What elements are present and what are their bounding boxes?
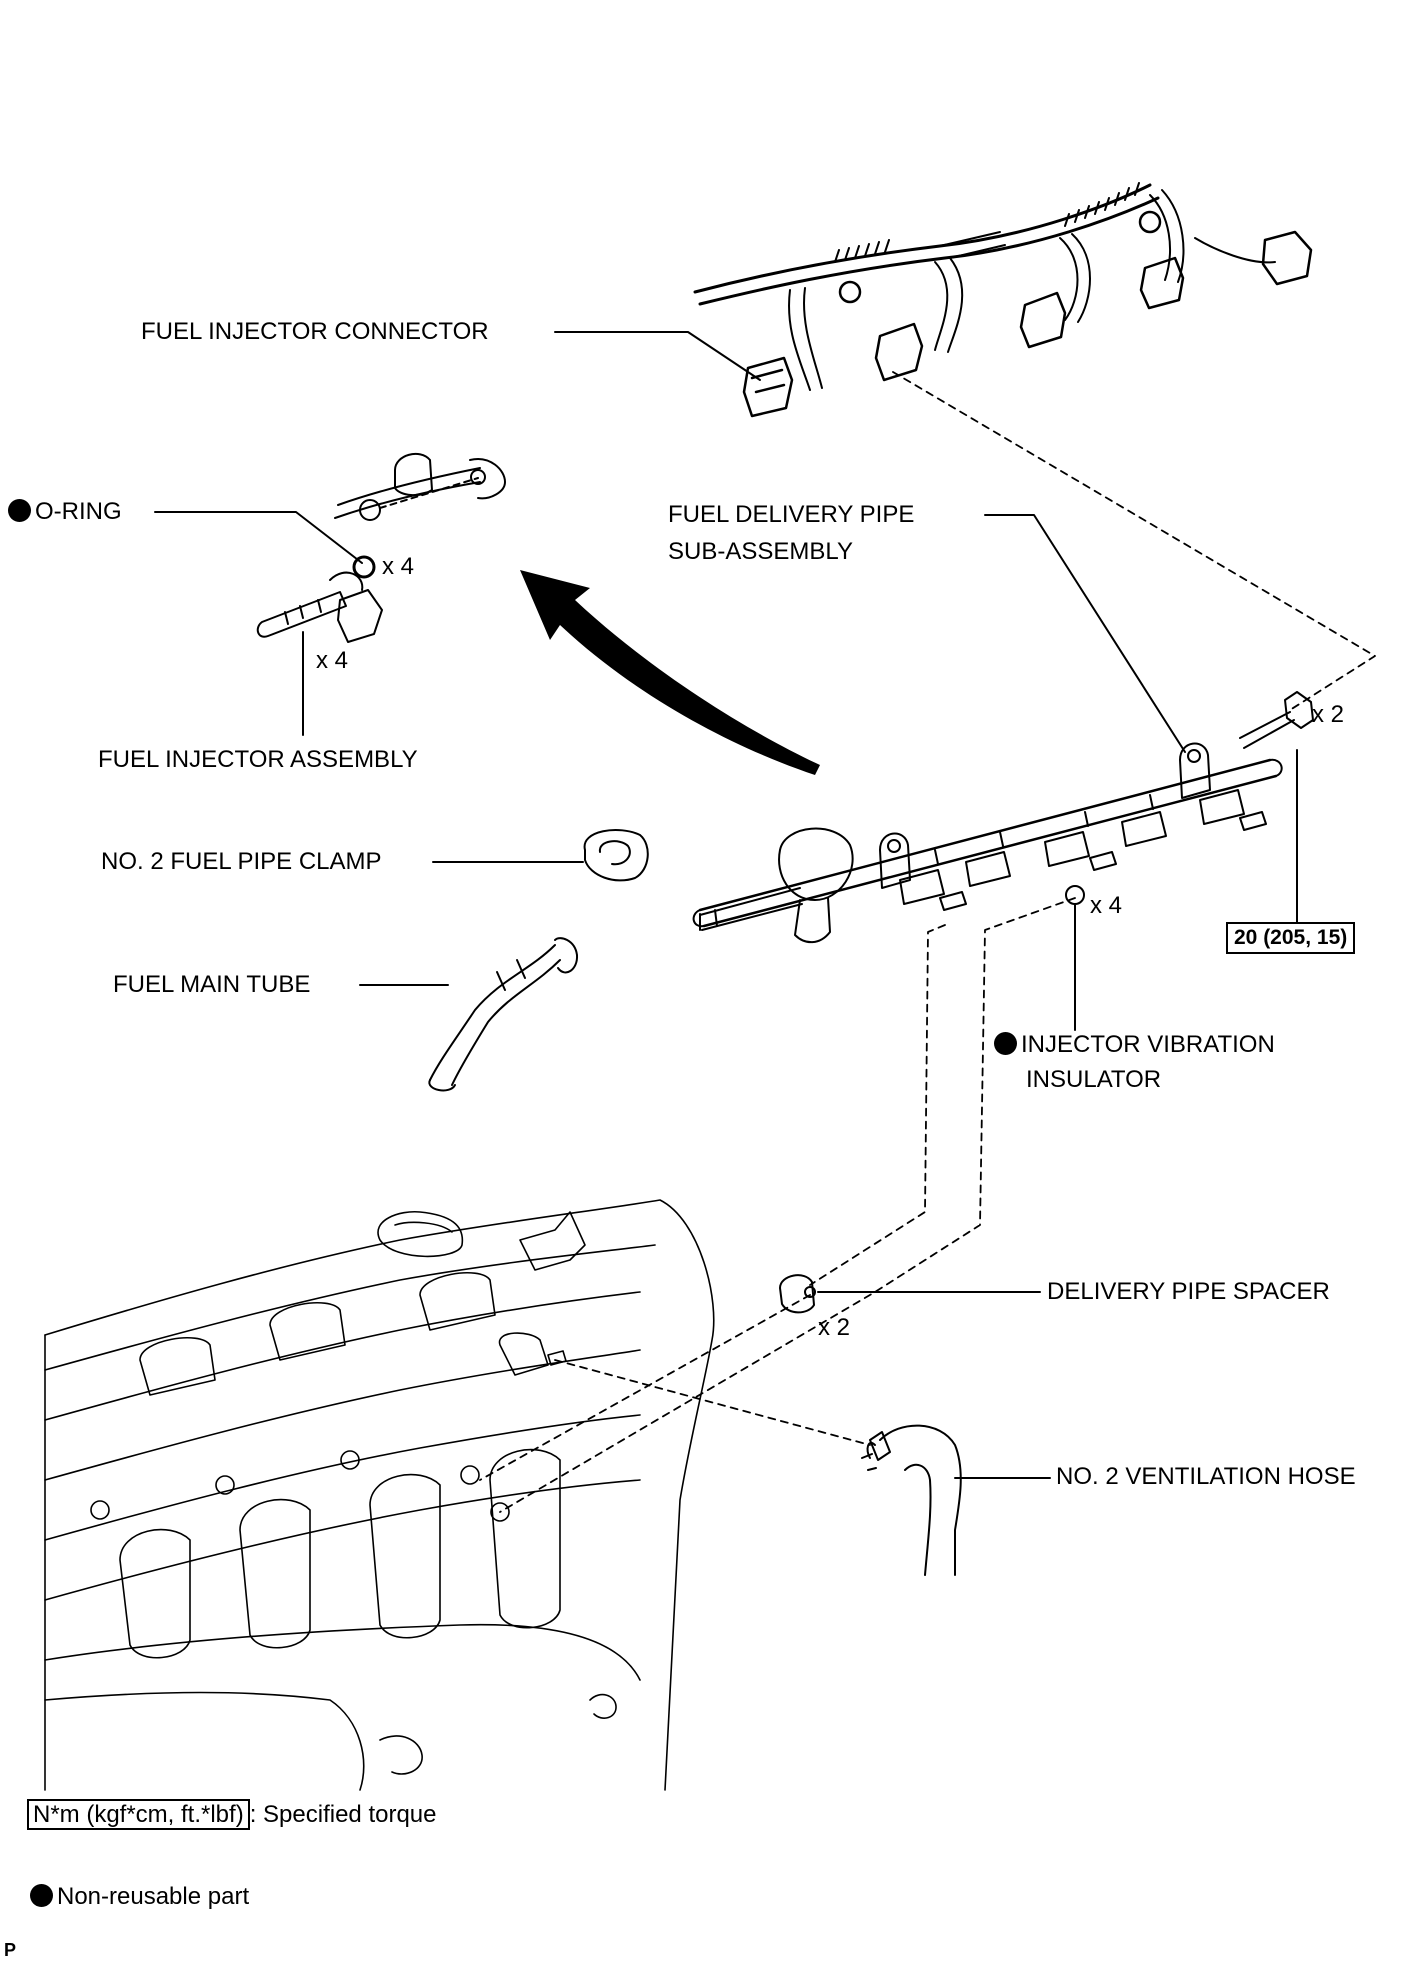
injector-vibration-line2: INSULATOR (1026, 1066, 1162, 1093)
no2-ventilation-hose-label: NO. 2 VENTILATION HOSE (1056, 1463, 1356, 1490)
non-reusable-legend: Non-reusable part (30, 1882, 249, 1912)
no2-fuel-pipe-clamp-part (585, 830, 648, 880)
torque-legend-desc: : Specified torque (249, 1801, 437, 1828)
engine-cylinder-head (45, 1200, 714, 1790)
spacer-quantity: x 2 (818, 1314, 851, 1341)
torque-legend: N*m (kgf*cm, ft.*lbf): Specified torque (27, 1799, 437, 1830)
delivery-pipe-spacer-label: DELIVERY PIPE SPACER (1047, 1278, 1330, 1305)
alignment-lines (480, 895, 1075, 1512)
fuel-injector-assembly-part (258, 573, 382, 642)
non-reusable-marker-icon (30, 1884, 53, 1907)
connector-alignment-line (893, 372, 1375, 710)
fuel-injector-assembly-label: FUEL INJECTOR ASSEMBLY (98, 746, 418, 773)
injector-vibration-insulator-label: INJECTOR VIBRATION (994, 1030, 1275, 1060)
fuel-injector-quantity: x 4 (316, 647, 349, 674)
fuel-injector-connector-harness (695, 183, 1311, 416)
fuel-main-tube-part (429, 938, 577, 1090)
fuel-delivery-pipe-part (694, 692, 1313, 942)
bolt-quantity: x 2 (1312, 701, 1345, 728)
o-ring-inset (335, 454, 505, 577)
torque-value-box: 20 (205, 15) (1226, 922, 1356, 954)
insulator-ring-part (1066, 886, 1084, 904)
curved-arrow-icon (520, 570, 820, 775)
insulator-quantity: x 4 (1090, 892, 1123, 919)
fuel-delivery-pipe-label-line2: SUB-ASSEMBLY (668, 538, 853, 565)
no2-ventilation-hose-part (862, 1426, 961, 1575)
injector-vibration-line1: INJECTOR VIBRATION (1021, 1031, 1275, 1058)
non-reusable-marker-icon (8, 499, 31, 522)
fuel-delivery-pipe-label-line1: FUEL DELIVERY PIPE (668, 501, 915, 528)
o-ring-quantity: x 4 (382, 553, 415, 580)
fuel-injector-connector-label: FUEL INJECTOR CONNECTOR (141, 318, 489, 345)
fuel-main-tube-label: FUEL MAIN TUBE (113, 971, 311, 998)
corner-reference: P (4, 1940, 17, 1960)
o-ring-label: O-RING (8, 497, 122, 527)
non-reusable-marker-icon (994, 1032, 1017, 1055)
no2-fuel-pipe-clamp-label: NO. 2 FUEL PIPE CLAMP (101, 848, 382, 875)
delivery-pipe-spacer-part (780, 1275, 815, 1312)
non-reusable-legend-text: Non-reusable part (57, 1883, 250, 1910)
o-ring-label-text: O-RING (35, 498, 122, 525)
torque-units-box: N*m (kgf*cm, ft.*lbf) (27, 1799, 250, 1830)
leader-lines (155, 332, 1297, 1478)
